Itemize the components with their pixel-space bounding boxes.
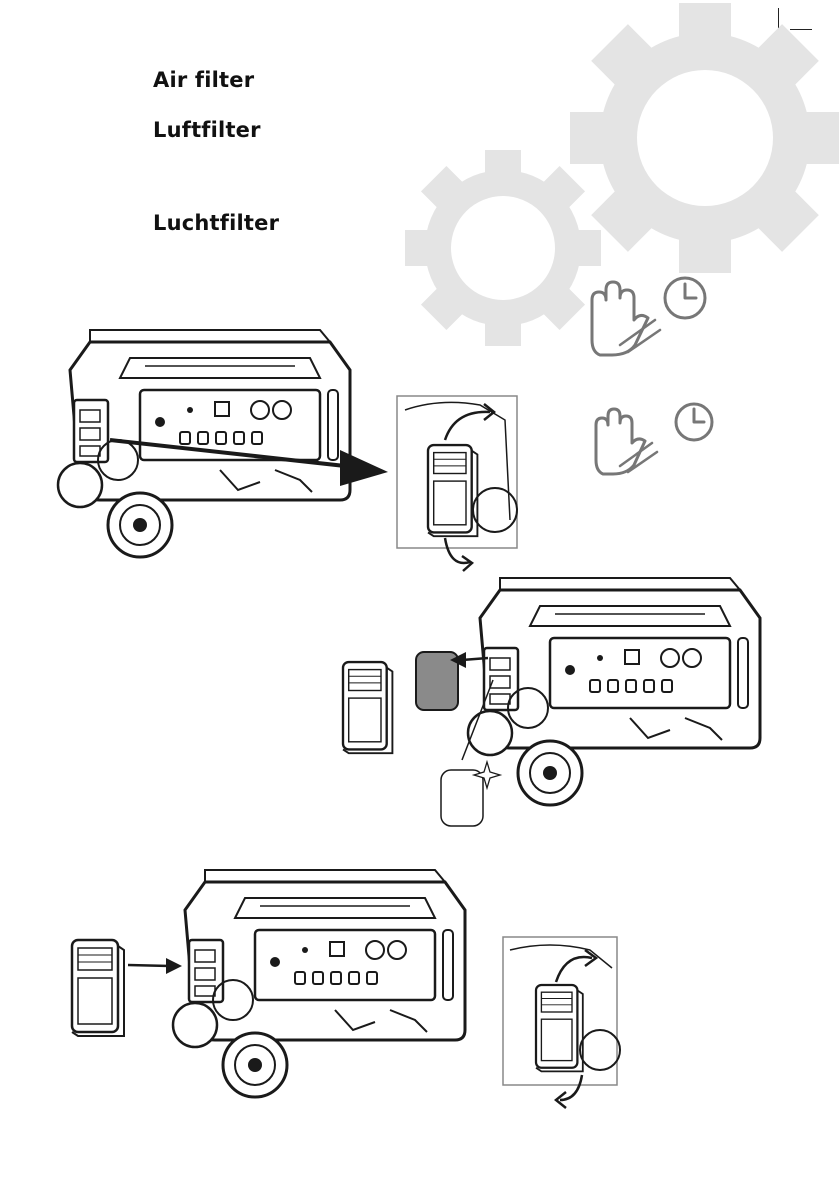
step3-arrow: [128, 958, 182, 974]
step3-generator: [173, 870, 465, 1097]
step3-closeup: [503, 937, 620, 1108]
step3-cover: [72, 940, 124, 1036]
step1-generator: [58, 330, 350, 557]
step1-closeup: [397, 396, 517, 571]
step2-clean-filter: [441, 762, 500, 826]
step2-generator: [468, 578, 760, 805]
step2-cover: [343, 662, 392, 753]
